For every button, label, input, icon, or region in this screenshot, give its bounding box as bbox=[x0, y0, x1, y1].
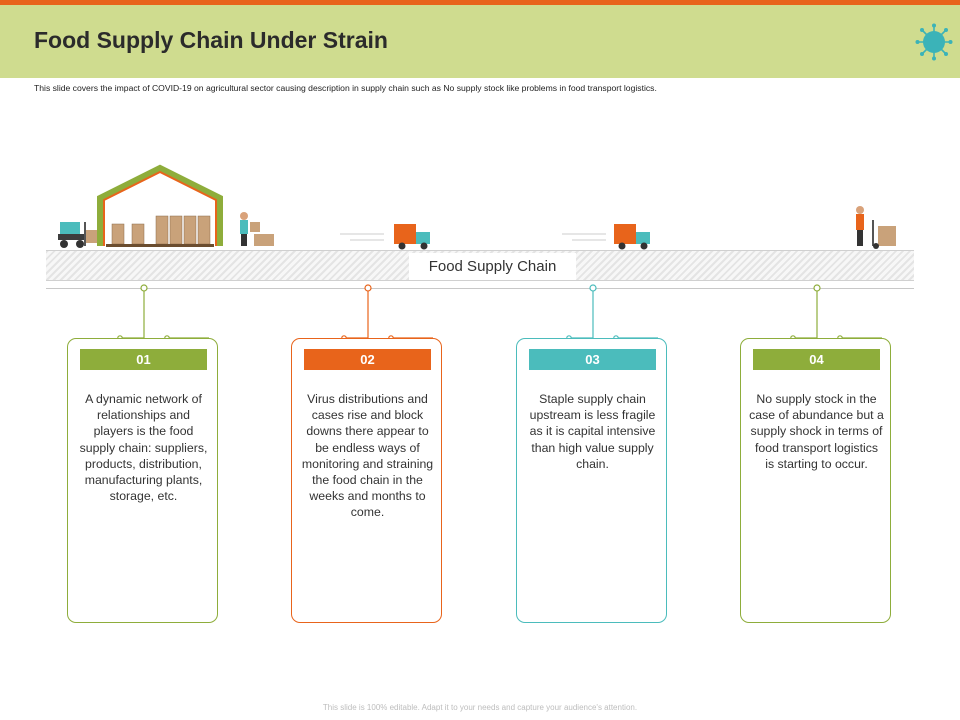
card-03: 03 Staple supply chain upstream is less … bbox=[516, 338, 667, 623]
card-number: 01 bbox=[80, 349, 207, 370]
card-number: 03 bbox=[529, 349, 656, 370]
delivery-truck-icon-2 bbox=[562, 224, 650, 250]
top-accent-stripe bbox=[0, 0, 960, 5]
slide-description: This slide covers the impact of COVID-19… bbox=[34, 83, 657, 93]
card-02: 02 Virus distributions and cases rise an… bbox=[291, 338, 442, 623]
connector-01 bbox=[117, 284, 209, 341]
card-text: Virus distributions and cases rise and b… bbox=[301, 392, 434, 520]
delivery-truck-icon bbox=[340, 224, 430, 250]
connector-02 bbox=[341, 284, 433, 341]
card-number: 04 bbox=[753, 349, 880, 370]
supply-chain-label: Food Supply Chain bbox=[409, 253, 576, 280]
forklift-icon bbox=[58, 222, 99, 248]
supply-chain-illustration bbox=[58, 164, 896, 250]
page-title: Food Supply Chain Under Strain bbox=[34, 27, 388, 53]
timeline-line bbox=[46, 288, 914, 289]
card-text: Staple supply chain upstream is less fra… bbox=[529, 392, 656, 471]
header-bar: Food Supply Chain Under Strain bbox=[0, 5, 960, 78]
card-number: 02 bbox=[304, 349, 431, 370]
card-04: 04 No supply stock in the case of abunda… bbox=[740, 338, 891, 623]
hand-truck-worker-icon bbox=[856, 206, 896, 249]
connector-03 bbox=[566, 284, 658, 341]
worker-icon bbox=[240, 212, 274, 246]
warehouse-icon bbox=[97, 164, 223, 247]
card-text: No supply stock in the case of abundance… bbox=[749, 392, 884, 471]
card-text: A dynamic network of relationships and p… bbox=[79, 392, 208, 504]
card-01: 01 A dynamic network of relationships an… bbox=[67, 338, 218, 623]
footer-note: This slide is 100% editable. Adapt it to… bbox=[322, 703, 638, 712]
connector-04 bbox=[790, 284, 882, 341]
virus-icon bbox=[915, 23, 953, 61]
